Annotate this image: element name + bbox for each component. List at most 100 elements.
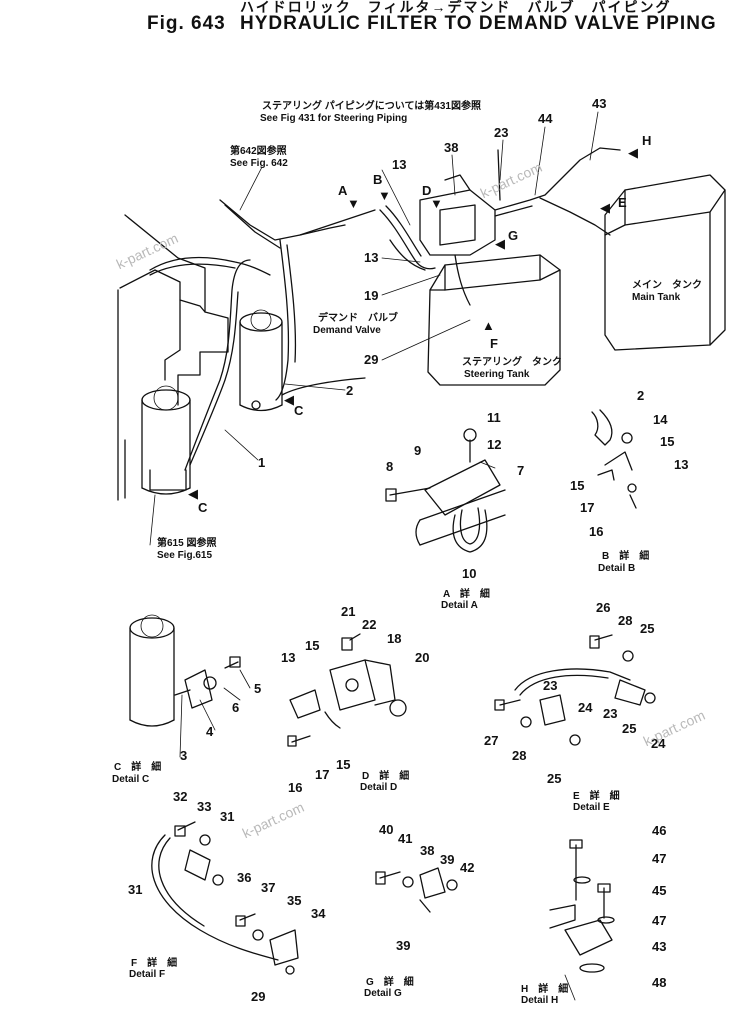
steering-tank-label-jp: ステアリング タンク (462, 357, 562, 368)
view-letter-b: B (373, 172, 383, 187)
callout-e-24b: 24 (651, 736, 666, 751)
leader-lines (149, 111, 599, 1001)
detail-g-label-en: Detail G (364, 988, 402, 999)
callout-e-25b: 25 (622, 721, 637, 736)
detail-g-label-jp: G 詳 細 (366, 977, 414, 988)
callout-f-35: 35 (287, 893, 302, 908)
callout-b-15a: 15 (660, 434, 675, 449)
arrow-f-icon: ▲ (482, 318, 495, 333)
callout-h-47b: 47 (652, 913, 667, 928)
detail-d-label-en: Detail D (360, 782, 398, 793)
callout-a-7: 7 (517, 463, 525, 478)
callout-main-19: 19 (364, 288, 379, 303)
arrow-c-lower-icon: ◀ (188, 486, 198, 501)
main-tank-label-en: Main Tank (632, 292, 681, 303)
callout-d-15a: 15 (305, 638, 320, 653)
callout-f-29: 29 (251, 989, 266, 1004)
view-letter-c-upper: C (294, 403, 304, 418)
figure-number: Fig. 643 (147, 13, 226, 34)
arrow-c-upper-icon: ◀ (284, 392, 294, 407)
detail-f-label-en: Detail F (129, 969, 166, 980)
callout-c-4: 4 (206, 724, 214, 739)
callout-main-29: 29 (364, 352, 379, 367)
callout-a-10: 10 (462, 566, 477, 581)
figure-title: HYDRAULIC FILTER TO DEMAND VALVE PIPING (240, 13, 717, 34)
title-japanese: ハイドロリック フィルタ→デマンド バルブ パイピング (240, 0, 672, 15)
callout-g-39b: 39 (396, 938, 411, 953)
callout-f-32: 32 (173, 789, 188, 804)
callout-f-37: 37 (261, 880, 276, 895)
callout-c-5: 5 (254, 681, 262, 696)
callout-g-39a: 39 (440, 852, 455, 867)
callout-e-23b: 23 (603, 706, 618, 721)
detail-a-label-en: Detail A (441, 600, 478, 611)
view-letter-g: G (508, 228, 519, 243)
view-letter-h: H (642, 133, 652, 148)
callout-f-33: 33 (197, 799, 212, 814)
callout-d-18: 18 (387, 631, 402, 646)
detail-h-drawing (549, 839, 615, 973)
callout-f-31a: 31 (220, 809, 235, 824)
callout-g-40: 40 (379, 822, 394, 837)
callout-h-48: 48 (652, 975, 667, 990)
callout-a-8: 8 (386, 459, 394, 474)
arrow-h-icon: ◀ (628, 145, 638, 160)
callout-main-1: 1 (258, 455, 266, 470)
callout-h-47a: 47 (652, 851, 667, 866)
view-letter-e: E (618, 195, 627, 210)
callout-main-23: 23 (494, 125, 509, 140)
view-letter-d: D (422, 183, 432, 198)
callout-h-45: 45 (652, 883, 667, 898)
detail-b-label-jp: B 詳 細 (602, 551, 650, 562)
main-tank (604, 174, 726, 351)
callout-h-43: 43 (652, 939, 667, 954)
callout-g-42: 42 (460, 860, 475, 875)
detail-h-label-jp: H 詳 細 (521, 984, 569, 995)
view-letter-c-lower: C (198, 500, 208, 515)
callout-a-12: 12 (487, 437, 502, 452)
callout-e-26: 26 (596, 600, 611, 615)
callout-f-36: 36 (237, 870, 252, 885)
callout-b-15b: 15 (570, 478, 585, 493)
hydraulic-filter-upper (239, 309, 283, 412)
callout-d-13: 13 (281, 650, 296, 665)
callout-d-20: 20 (415, 650, 430, 665)
callout-main-2: 2 (346, 383, 354, 398)
hoses (149, 199, 376, 471)
arrow-b-icon: ▼ (378, 188, 391, 203)
detail-b-label-en: Detail B (598, 563, 636, 574)
callout-main-38: 38 (444, 140, 459, 155)
detail-d-drawing (287, 633, 407, 747)
callout-e-27: 27 (484, 733, 499, 748)
view-letter-a: A (338, 183, 348, 198)
fig615-note-jp: 第615 図参照 (157, 538, 217, 549)
detail-f-label-jp: F 詳 細 (131, 958, 178, 969)
callout-a-9: 9 (414, 443, 422, 458)
arrow-a-icon: ▼ (347, 196, 360, 211)
callout-d-22: 22 (362, 617, 377, 632)
callout-e-28b: 28 (512, 748, 527, 763)
detail-c-label-jp: C 詳 細 (114, 762, 162, 773)
demand-valve-label-en: Demand Valve (313, 325, 381, 336)
fig615-note-en: See Fig.615 (157, 550, 213, 561)
callout-main-13b: 13 (364, 250, 379, 265)
detail-f-drawing (151, 821, 299, 975)
demand-valve-label-jp: デマンド バルブ (318, 313, 398, 324)
callout-e-23a: 23 (543, 678, 558, 693)
steering-tank-label-en: Steering Tank (464, 369, 530, 380)
callout-d-15b: 15 (336, 757, 351, 772)
detail-e-drawing (494, 634, 656, 746)
callout-f-34: 34 (311, 906, 326, 921)
callout-d-21: 21 (341, 604, 356, 619)
fig642-note-jp: 第642図参照 (230, 146, 287, 157)
callout-e-24a: 24 (578, 700, 593, 715)
callout-f-31b: 31 (128, 882, 143, 897)
steering-tank (427, 254, 561, 386)
detail-d-label-jp: D 詳 細 (362, 771, 410, 782)
arrow-e-icon: ◀ (600, 200, 610, 215)
detail-b-drawing (591, 409, 637, 509)
callout-b-13: 13 (674, 457, 689, 472)
view-letter-f: F (490, 336, 498, 351)
callout-e-25c: 25 (547, 771, 562, 786)
